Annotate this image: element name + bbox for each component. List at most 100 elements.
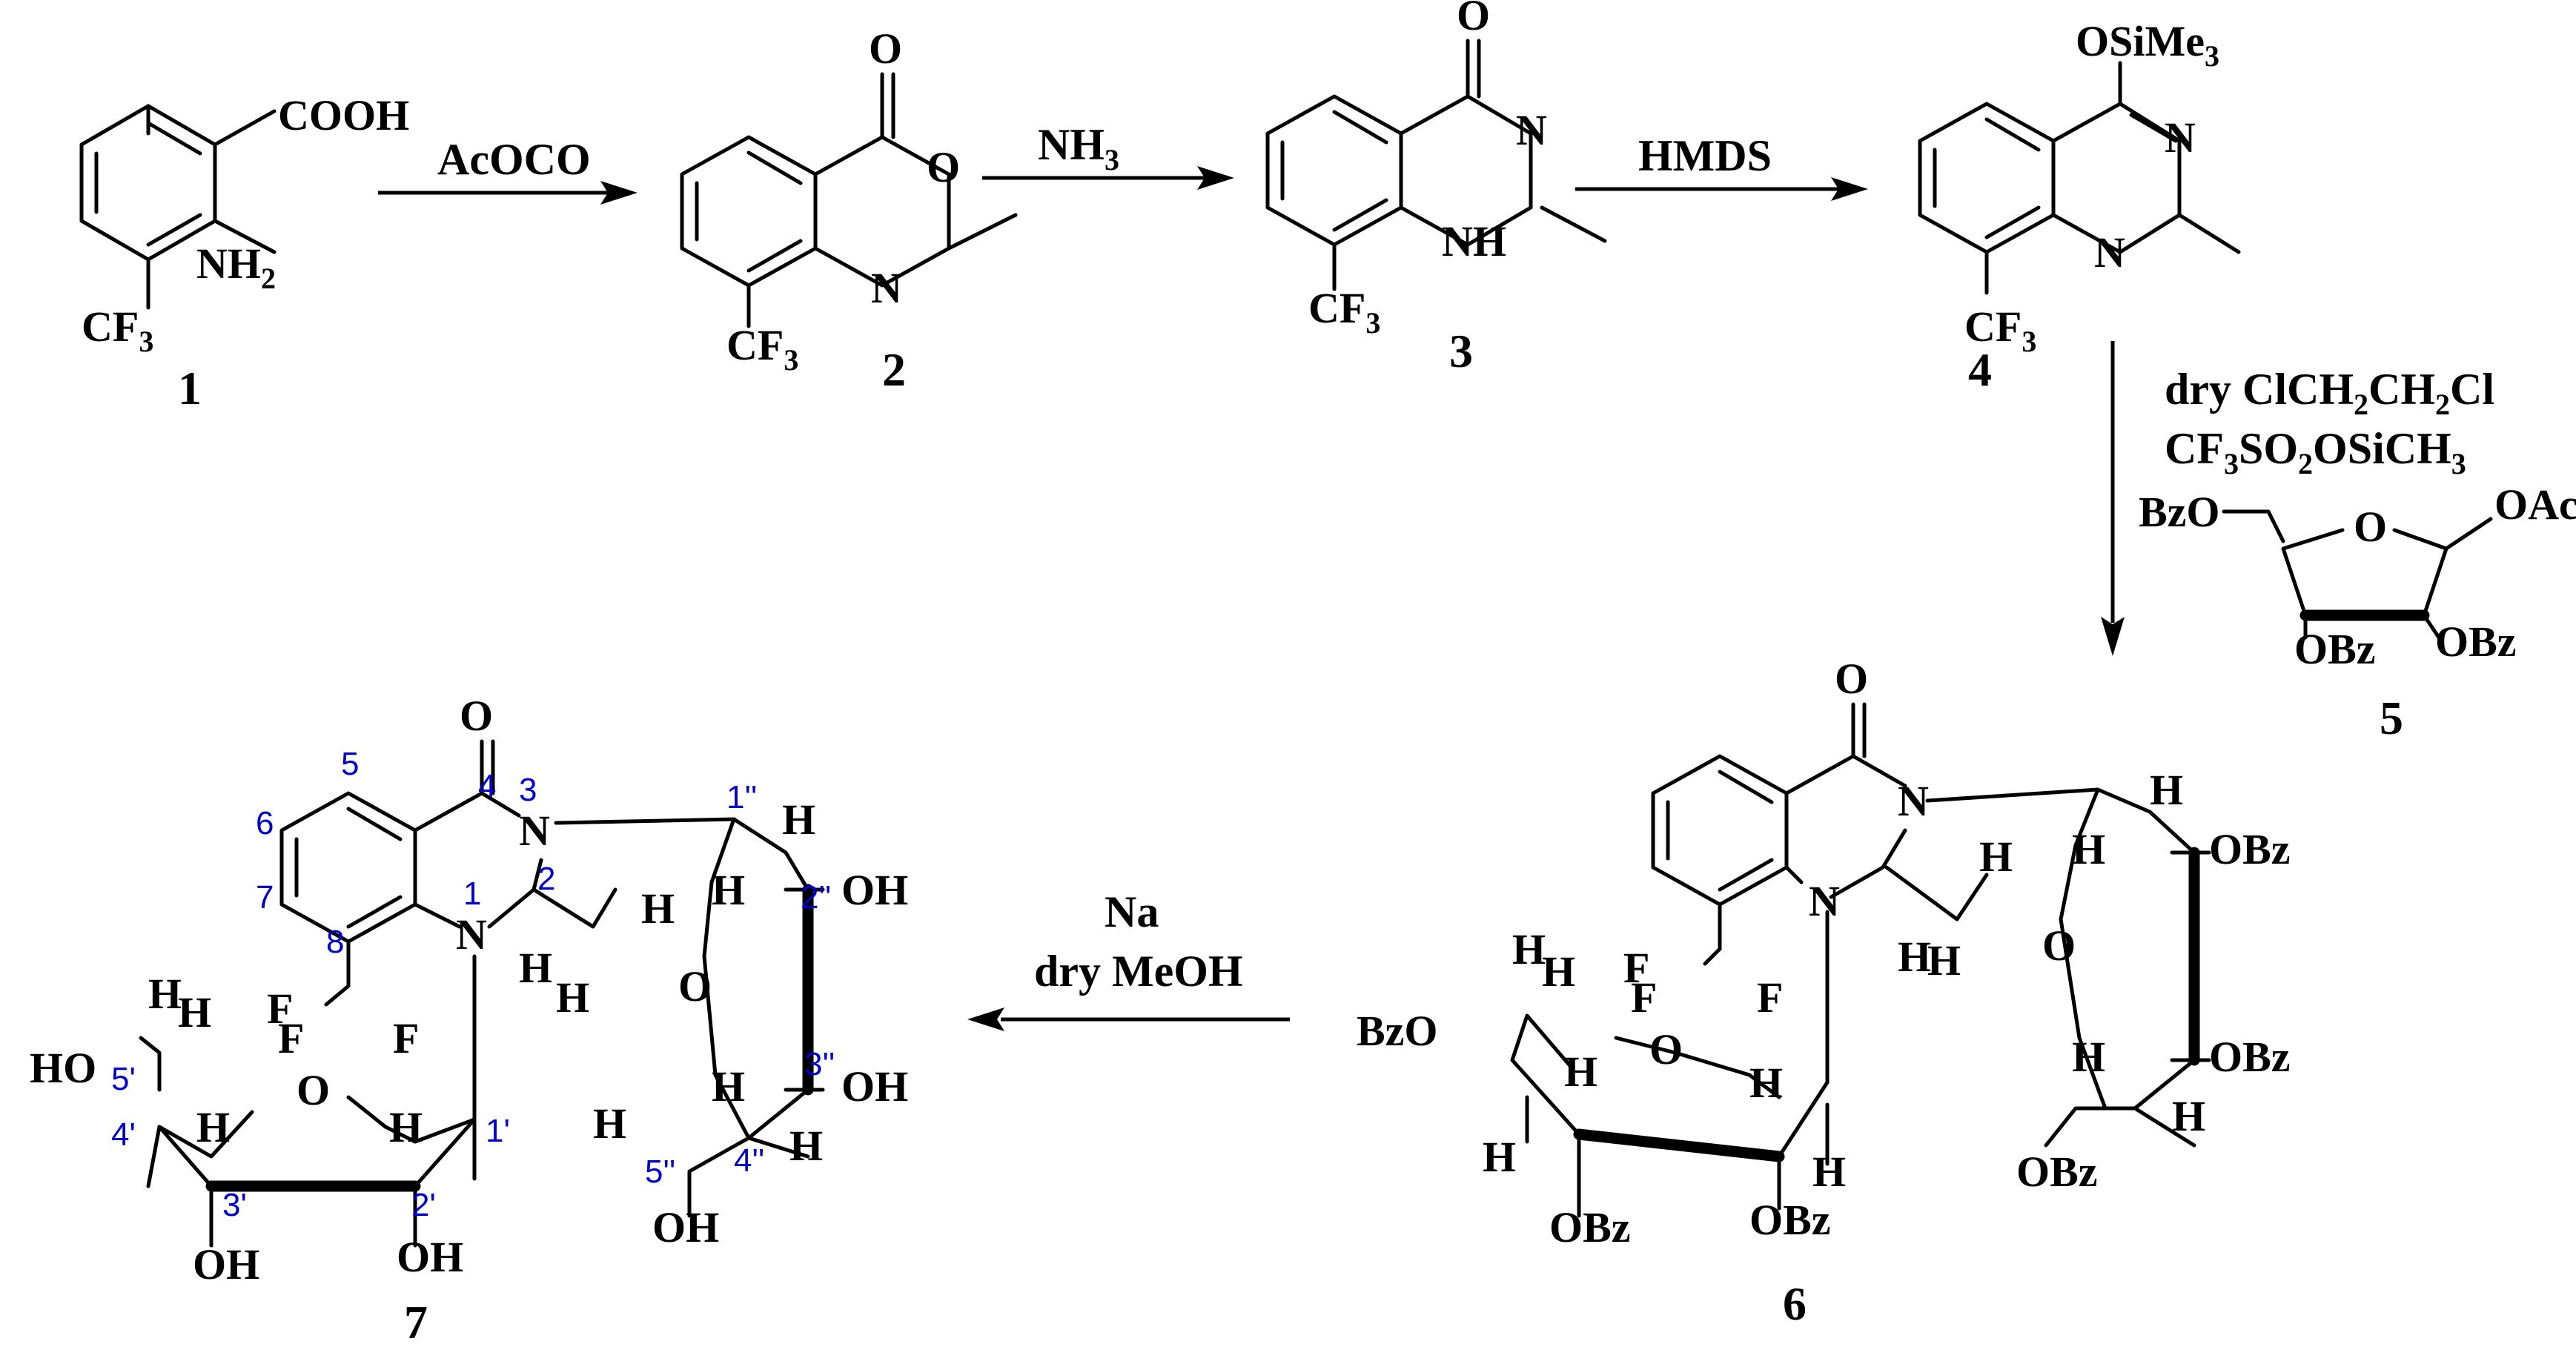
compound-6-n3: N xyxy=(1898,777,1929,825)
compound-5-obz-3: OBz xyxy=(2294,625,2376,673)
compound-4: OSiMe3 N N CF3 4 xyxy=(1918,17,2241,396)
reagent-nh3: NH3 xyxy=(1038,120,1119,176)
compound-7-locant-5p: 5' xyxy=(111,1061,136,1097)
compound-7-h3pp: H xyxy=(712,1062,745,1111)
compound-7-f1: F xyxy=(267,985,293,1033)
compound-7-h4pp: H xyxy=(789,1122,823,1170)
arrow-2: NH3 xyxy=(982,120,1234,190)
compound-6-furanose-o: O xyxy=(1649,1025,1683,1073)
reagent-solvent: dry ClCH2CH2Cl xyxy=(2165,365,2494,421)
compound-1-cooh-label: COOH xyxy=(278,91,409,139)
compound-7-h2: H xyxy=(519,944,552,992)
compound-7-n1: N xyxy=(456,910,487,959)
compound-7-h1pp: H xyxy=(782,795,815,844)
compound-6-number: 6 xyxy=(1783,1277,1807,1330)
compound-6-h1p: H xyxy=(1749,1059,1783,1107)
arrow-4: dry ClCH2CH2Cl CF3SO2OSiCH3 xyxy=(2101,341,2494,656)
compound-4-osime3-label: OSiMe3 xyxy=(2076,17,2219,73)
compound-3-ring-n: N xyxy=(1516,106,1547,154)
reagent-dry-meoh: dry MeOH xyxy=(1034,947,1243,996)
compound-7-oh-5pp: OH xyxy=(652,1203,719,1251)
compound-6-obz-3p: OBz xyxy=(1549,1203,1631,1251)
compound-7-locant-1p: 1' xyxy=(486,1113,510,1149)
compound-5-bzo: BzO xyxy=(2139,488,2220,536)
compound-7-locant-3: 3 xyxy=(519,772,537,808)
compound-7-locant-4p: 4' xyxy=(111,1116,136,1153)
compound-6-carbonyl-o: O xyxy=(1835,655,1868,703)
compound-7-ho-5p: HO xyxy=(30,1044,96,1092)
compound-6-h2p: H xyxy=(1812,1148,1846,1196)
compound-7-n3: N xyxy=(519,807,550,855)
compound-7-locant-2pp: 2'' xyxy=(801,879,831,916)
compound-6-obz-3pp: OBz xyxy=(2209,1033,2291,1081)
compound-7-h5a: H xyxy=(148,970,182,1018)
compound-4-cf3-label: CF3 xyxy=(1964,302,2036,358)
compound-6-pyranose-o: O xyxy=(2042,921,2076,970)
compound-7: O N N H H H F F F HO O H H H H OH OH H O… xyxy=(30,692,908,1349)
compound-5-obz-2: OBz xyxy=(2435,618,2517,666)
compound-7-locant-5pp: 5'' xyxy=(645,1154,675,1190)
compound-6-h5b: H xyxy=(1542,947,1575,996)
compound-6-f1: F xyxy=(1623,944,1649,992)
compound-7-locant-2p: 2' xyxy=(411,1187,436,1223)
compound-7-oh-3p: OH xyxy=(193,1240,259,1288)
compound-6-h4pp: H xyxy=(2172,1092,2205,1140)
compound-6-n1: N xyxy=(1809,877,1840,925)
compound-6-h1pp: H xyxy=(2150,766,2183,814)
compound-7-f3: F xyxy=(393,1014,419,1062)
compound-7-h1: H xyxy=(641,884,675,933)
compound-2-number: 2 xyxy=(882,343,906,396)
reagent-na: Na xyxy=(1105,887,1159,936)
compound-6-obz-5pp: OBz xyxy=(2016,1148,2098,1196)
compound-6-h2: H xyxy=(1898,933,1931,981)
compound-4-ring-n-bottom: N xyxy=(2094,228,2125,277)
compound-7-oh-2p: OH xyxy=(397,1233,463,1281)
arrow-3: HMDS xyxy=(1575,131,1868,201)
compound-6: O N N H H H F F F BzO O H H H H H OBz OB… xyxy=(1357,655,2291,1330)
compound-7-carbonyl-o: O xyxy=(460,692,493,740)
compound-7-locant-3p: 3' xyxy=(222,1187,247,1223)
compound-7-locant-1pp: 1'' xyxy=(726,779,757,815)
compound-7-locant-3pp: 3'' xyxy=(804,1046,835,1082)
compound-7-locant-5: 5 xyxy=(341,746,359,782)
compound-3-cf3-label: CF3 xyxy=(1308,284,1380,340)
compound-6-bzo: BzO xyxy=(1357,1007,1438,1055)
compound-7-h3p: H xyxy=(196,1103,230,1151)
compound-7-h3: H xyxy=(556,973,589,1022)
compound-6-f3: F xyxy=(1757,973,1783,1022)
compound-7-oh-3pp: OH xyxy=(841,1062,908,1111)
compound-6-h3: H xyxy=(1927,936,1961,985)
compound-7-h5b: H xyxy=(178,988,211,1036)
compound-2-ring-o: O xyxy=(927,143,960,191)
compound-7-number: 7 xyxy=(404,1296,428,1349)
compound-6-f2: F xyxy=(1631,973,1657,1022)
compound-6-h3p: H xyxy=(1564,1048,1597,1096)
compound-5: BzO O OAc OBz OBz 5 xyxy=(2139,480,2576,744)
compound-6-h4p: H xyxy=(1483,1133,1516,1181)
compound-7-locant-2: 2 xyxy=(537,861,555,897)
compound-7-locant-8: 8 xyxy=(326,924,344,960)
compound-3: O N NH CF3 3 xyxy=(1265,0,1607,377)
compound-6-obz-2p: OBz xyxy=(1749,1196,1831,1244)
compound-7-oh-2pp: OH xyxy=(841,866,908,914)
compound-7-locant-4pp: 4'' xyxy=(734,1142,764,1179)
compound-2: O O N CF3 2 xyxy=(680,24,1018,396)
compound-2-cf3-label: CF3 xyxy=(726,321,798,377)
compound-2-ring-n: N xyxy=(871,264,902,312)
compound-6-obz-2pp: OBz xyxy=(2209,825,2291,873)
compound-1: COOH NH2 CF3 1 xyxy=(79,91,409,414)
compound-3-number: 3 xyxy=(1449,325,1473,377)
reagent-tmsotf: CF3SO2OSiCH3 xyxy=(2165,424,2466,480)
compound-5-ring-o: O xyxy=(2354,503,2387,551)
compound-6-h3pp: H xyxy=(2072,1033,2105,1081)
compound-4-ring-n-top: N xyxy=(2165,113,2196,162)
reagent-hmds: HMDS xyxy=(1638,131,1772,180)
compound-2-carbonyl-o: O xyxy=(869,24,902,73)
compound-1-number: 1 xyxy=(178,362,202,414)
arrow-1: AcOCO xyxy=(378,135,638,205)
compound-6-h2pp: H xyxy=(2072,825,2105,873)
compound-7-h1p: H xyxy=(389,1103,423,1151)
compound-6-h1: H xyxy=(1979,833,2013,881)
compound-1-cf3-label: CF3 xyxy=(82,302,153,358)
